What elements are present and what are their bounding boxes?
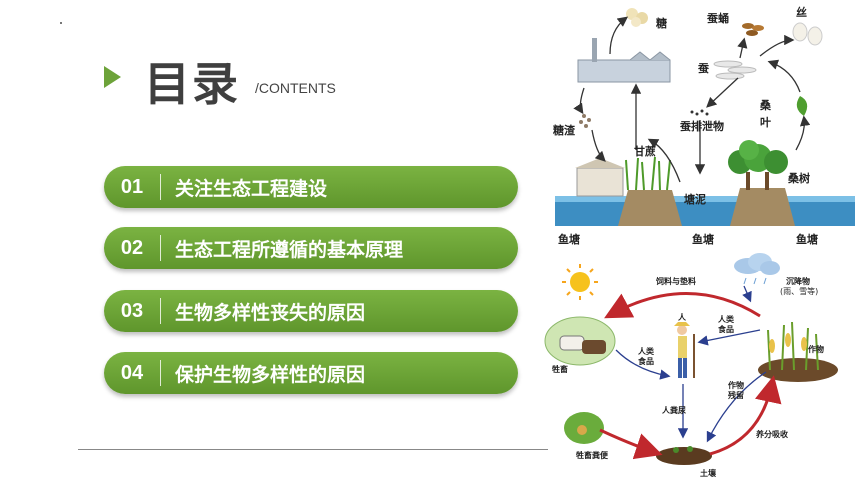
label-silk: 丝 <box>796 5 807 19</box>
label-crops: 作物 <box>808 344 824 354</box>
label-livestock: 牲畜 <box>552 364 568 374</box>
silkworm-icon <box>713 60 757 80</box>
livestock-icon <box>544 316 616 366</box>
left-dike <box>618 190 682 226</box>
label-bagasse: 糖渣 <box>553 123 576 137</box>
sun-icon <box>562 264 598 300</box>
menu-item-divider <box>160 235 161 261</box>
menu-item-2[interactable]: 02 生态工程所遵循的基本原理 <box>104 227 518 269</box>
menu-item-label: 生物多样性丧失的原因 <box>175 301 366 324</box>
label-silkworm-excrement: 蚕排泄物 <box>679 119 724 133</box>
pond-ecosystem-diagram: 糖 蚕蛹 丝 蚕 桑 叶 糖渣 甘蔗 蚕排泄物 桑树 塘泥 鱼塘 鱼塘 鱼塘 <box>553 5 855 246</box>
label-human-food-left-2: 食品 <box>638 356 654 366</box>
factory-icon <box>577 38 671 83</box>
silkworm-excrement-icon <box>690 109 709 116</box>
nutrient-cycle-diagram: 饲料与垫料 沉降物 (雨、雪等) 人 人类 食品 人类 食品 作物 牲畜 作物 … <box>544 253 838 478</box>
title-triangle-icon <box>104 66 121 88</box>
label-soil: 土壤 <box>700 468 717 478</box>
pig-house-icon <box>576 167 624 197</box>
menu-item-label: 关注生态工程建设 <box>175 177 328 200</box>
label-sugar: 糖 <box>656 16 667 30</box>
sugar-icon <box>626 8 648 27</box>
corner-dot <box>60 22 62 24</box>
label-livestock-manure: 牲畜粪便 <box>576 450 609 460</box>
rain-cloud-icon <box>734 253 780 285</box>
label-sugarcane: 甘蔗 <box>634 144 656 158</box>
menu-item-number: 03 <box>120 299 144 322</box>
farmer-icon <box>674 322 695 378</box>
label-feed-bedding: 饲料与垫料 <box>655 276 696 286</box>
label-crop-residue-1: 作物 <box>728 380 744 390</box>
label-human-food-right-2: 食品 <box>718 324 734 334</box>
right-dike <box>730 188 795 226</box>
menu-item-divider <box>160 360 161 386</box>
bottom-divider <box>78 449 548 450</box>
mulberry-tree-icon <box>728 140 788 190</box>
menu-item-label: 生态工程所遵循的基本原理 <box>175 238 404 261</box>
menu-item-1[interactable]: 01 关注生态工程建设 <box>104 166 518 208</box>
page-subtitle: /CONTENTS <box>255 80 336 96</box>
label-mulberry-tree: 桑树 <box>787 171 810 185</box>
crops-icon <box>758 321 838 382</box>
label-silkworm-pupa: 蚕蛹 <box>706 11 729 25</box>
label-human-food-left-1: 人类 <box>638 346 654 356</box>
menu-item-4[interactable]: 04 保护生物多样性的原因 <box>104 352 518 394</box>
soil-icon <box>656 446 712 465</box>
label-pond-mud: 塘泥 <box>684 192 706 206</box>
label-human: 人 <box>678 312 687 322</box>
label-nutrient-absorption: 养分吸收 <box>755 429 788 439</box>
flow-arrows <box>573 16 811 183</box>
label-mulberry-leaf-2: 叶 <box>760 115 771 129</box>
livestock-manure-icon <box>564 412 604 444</box>
flow-arrows-small <box>615 285 767 443</box>
menu-item-number: 01 <box>120 175 144 198</box>
cycle-arrows <box>599 292 782 460</box>
menu-item-label: 保护生物多样性的原因 <box>175 363 366 386</box>
label-fish-pond-mid: 鱼塘 <box>692 232 714 246</box>
label-mulberry-leaf-1: 桑 <box>759 99 772 112</box>
silk-cocoon-icon <box>792 22 823 46</box>
menu-item-number: 02 <box>120 236 144 259</box>
label-fish-pond-right: 鱼塘 <box>796 232 818 246</box>
menu-item-number: 04 <box>120 361 144 384</box>
page-title: 目录 <box>144 57 240 111</box>
sugarcane-icon <box>625 156 671 191</box>
menu-item-3[interactable]: 03 生物多样性丧失的原因 <box>104 290 518 332</box>
menu-item-divider <box>160 174 161 200</box>
menu-item-divider <box>160 298 161 324</box>
label-precipitation: 沉降物 <box>786 276 810 286</box>
silkworm-pupa-icon <box>742 23 764 36</box>
bagasse-icon <box>579 114 591 128</box>
label-precipitation-note: (雨、雪等) <box>780 286 818 296</box>
label-human-food-right-1: 人类 <box>718 314 734 324</box>
label-fish-pond-left: 鱼塘 <box>558 232 580 246</box>
label-crop-residue-2: 残留 <box>728 390 744 400</box>
label-silkworm: 蚕 <box>697 62 710 75</box>
mulberry-leaf-icon <box>796 96 808 116</box>
label-human-manure: 人粪尿 <box>662 405 686 415</box>
